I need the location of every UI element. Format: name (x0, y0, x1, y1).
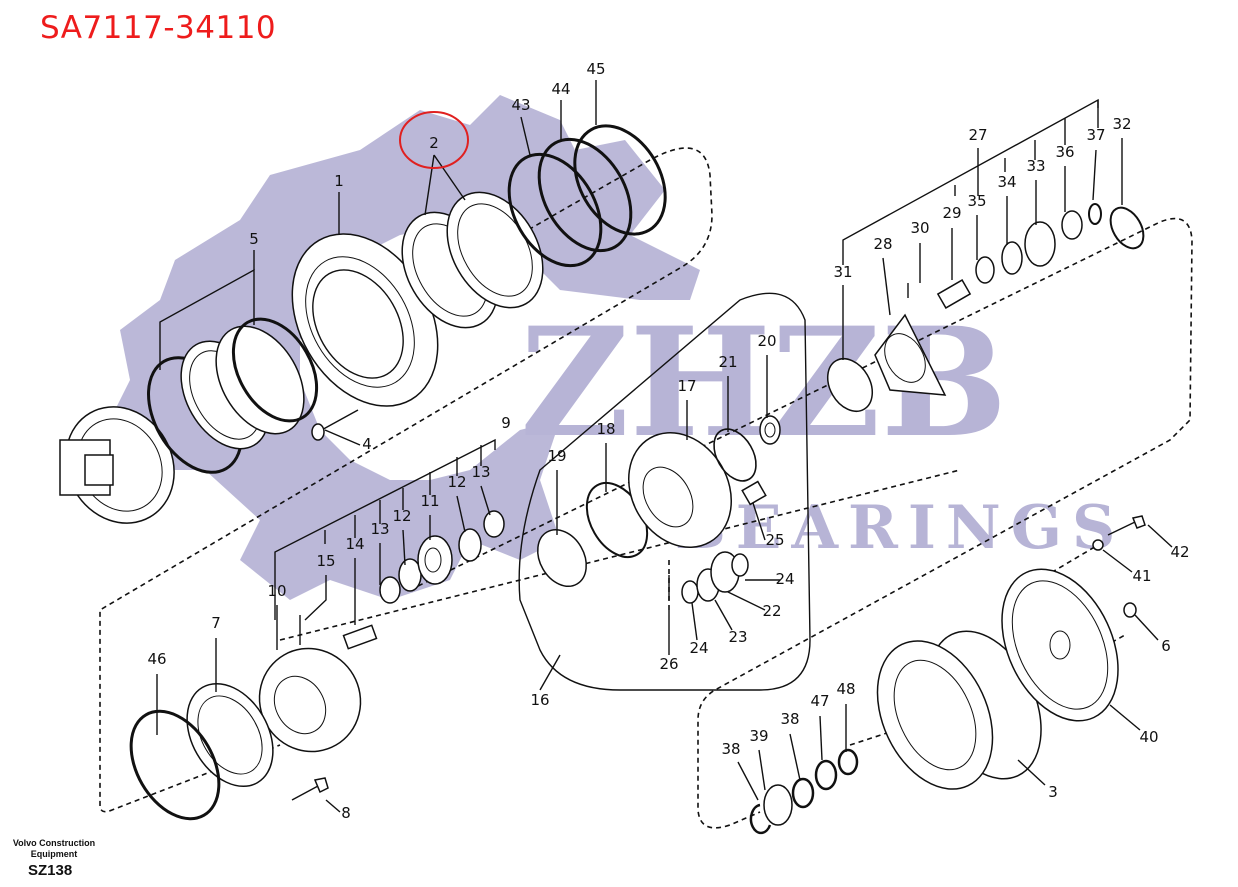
seal-set-5 (147, 317, 319, 474)
callout-6: 6 (1161, 637, 1171, 655)
callout-38a: 38 (721, 740, 740, 758)
bolt-8 (291, 777, 329, 801)
callout-24a: 24 (775, 570, 794, 588)
bearing-7 (186, 682, 274, 788)
callout-25: 25 (765, 531, 784, 549)
callout-23: 23 (728, 628, 747, 646)
planet-parts-16 (537, 415, 781, 604)
small-parts-38-48 (749, 748, 859, 835)
callout-4: 4 (362, 435, 372, 453)
drawing-code: SZ138 (28, 862, 73, 879)
callout-45: 45 (586, 60, 605, 78)
manufacturer-label: Volvo Construction Equipment (12, 838, 96, 859)
gear-set-9 (299, 510, 505, 650)
callout-7: 7 (211, 614, 221, 632)
part-number-title: SA7117-34110 (40, 10, 277, 46)
callout-21: 21 (718, 353, 737, 371)
callout-16: 16 (530, 691, 549, 709)
callout-41: 41 (1132, 567, 1151, 585)
ring-46 (129, 709, 221, 821)
callout-28: 28 (873, 235, 892, 253)
cover-40 (1001, 568, 1119, 722)
callout-1: 1 (334, 172, 344, 190)
callout-29: 29 (942, 204, 961, 222)
callout-13a: 13 (370, 520, 389, 538)
callout-46: 46 (147, 650, 166, 668)
callout-13b: 13 (471, 463, 490, 481)
watermark-subtext: BEARINGS (675, 493, 1125, 563)
planet-assembly-outline (518, 292, 811, 691)
callout-12b: 12 (447, 473, 466, 491)
leader-lines (156, 80, 1173, 813)
callout-30: 30 (910, 219, 929, 237)
callout-34: 34 (997, 173, 1016, 191)
callout-42: 42 (1170, 543, 1189, 561)
callout-22: 22 (762, 602, 781, 620)
callout-36: 36 (1055, 143, 1074, 161)
callout-19: 19 (547, 447, 566, 465)
callout-38b: 38 (780, 710, 799, 728)
callout-48: 48 (836, 680, 855, 698)
callout-32: 32 (1112, 115, 1131, 133)
callout-20: 20 (757, 332, 776, 350)
callout-labels: 1234567891011121213131415161718192021222… (147, 60, 1189, 822)
callout-39: 39 (749, 727, 768, 745)
callout-2: 2 (429, 134, 439, 152)
highlight-circle (399, 111, 469, 169)
callout-9: 9 (501, 414, 511, 432)
callout-47: 47 (810, 692, 829, 710)
callout-40: 40 (1139, 728, 1158, 746)
callout-44: 44 (551, 80, 570, 98)
callout-24b: 24 (689, 639, 708, 657)
fasteners-6-41-42 (1092, 515, 1146, 618)
callout-5: 5 (249, 230, 259, 248)
planet-group-27 (826, 203, 1145, 412)
callout-43: 43 (511, 96, 530, 114)
callout-35: 35 (967, 192, 986, 210)
callout-3: 3 (1048, 783, 1058, 801)
callout-15: 15 (316, 552, 335, 570)
bearing-2 (401, 191, 544, 329)
callout-18: 18 (596, 420, 615, 438)
bolt-4 (311, 409, 359, 441)
seals-43-45 (507, 124, 667, 268)
callout-31: 31 (833, 263, 852, 281)
callout-17: 17 (677, 377, 696, 395)
callout-12a: 12 (392, 507, 411, 525)
callout-8: 8 (341, 804, 351, 822)
travel-motor (59, 406, 175, 524)
callout-27: 27 (968, 126, 987, 144)
callout-33: 33 (1026, 157, 1045, 175)
callout-10: 10 (267, 582, 286, 600)
callout-37: 37 (1086, 126, 1105, 144)
callout-26: 26 (659, 655, 678, 673)
callout-14: 14 (345, 535, 364, 553)
callout-11: 11 (420, 492, 439, 510)
